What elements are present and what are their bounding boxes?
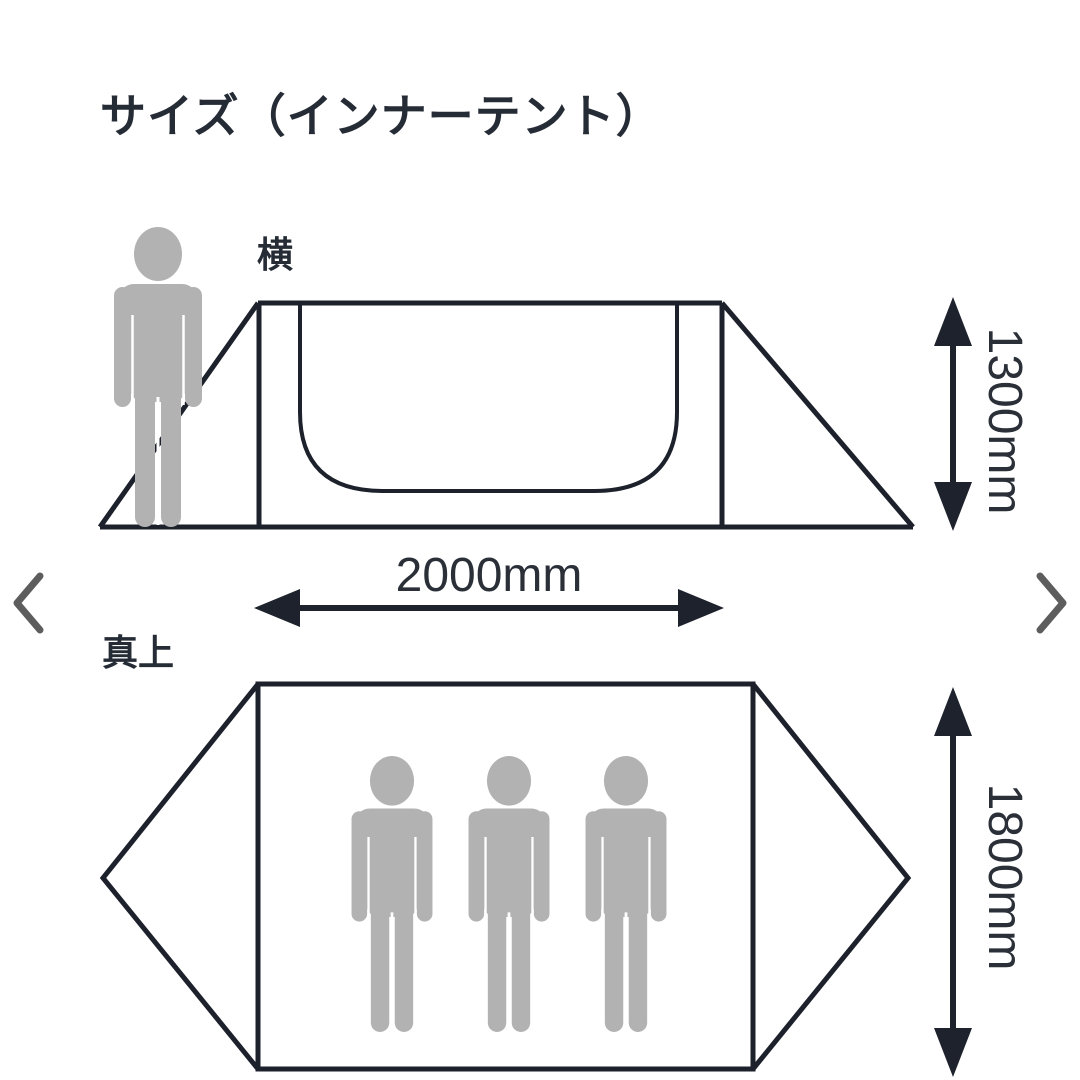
top-floor-rect <box>255 681 756 1072</box>
chevron-right-icon <box>1036 572 1067 634</box>
side-view-outline <box>97 300 915 530</box>
height-dimension-value: 1300mm <box>978 327 1031 515</box>
person-icon <box>467 754 551 1034</box>
side-right-slope <box>720 301 915 529</box>
height-dimension-arrow <box>934 297 972 531</box>
person-icon <box>112 225 204 529</box>
chevron-left-icon <box>13 572 44 634</box>
depth-dimension-arrow <box>934 687 972 1077</box>
page-title: サイズ（インナーテント） <box>100 90 663 142</box>
width-dimension-arrow <box>254 589 724 627</box>
person-icon <box>584 754 668 1034</box>
top-right-vestibule <box>751 682 912 1071</box>
top-view-label: 真上 <box>102 632 175 673</box>
depth-dimension-value: 1800mm <box>978 783 1031 971</box>
side-view-label: 横 <box>257 234 294 275</box>
person-icon <box>350 754 434 1034</box>
width-dimension-value: 2000mm <box>395 549 583 602</box>
carousel-prev-button[interactable] <box>6 568 54 638</box>
top-view-outline <box>99 681 912 1072</box>
tent-door-outline <box>298 305 679 493</box>
carousel-next-button[interactable] <box>1026 568 1074 638</box>
top-left-vestibule <box>99 682 260 1071</box>
